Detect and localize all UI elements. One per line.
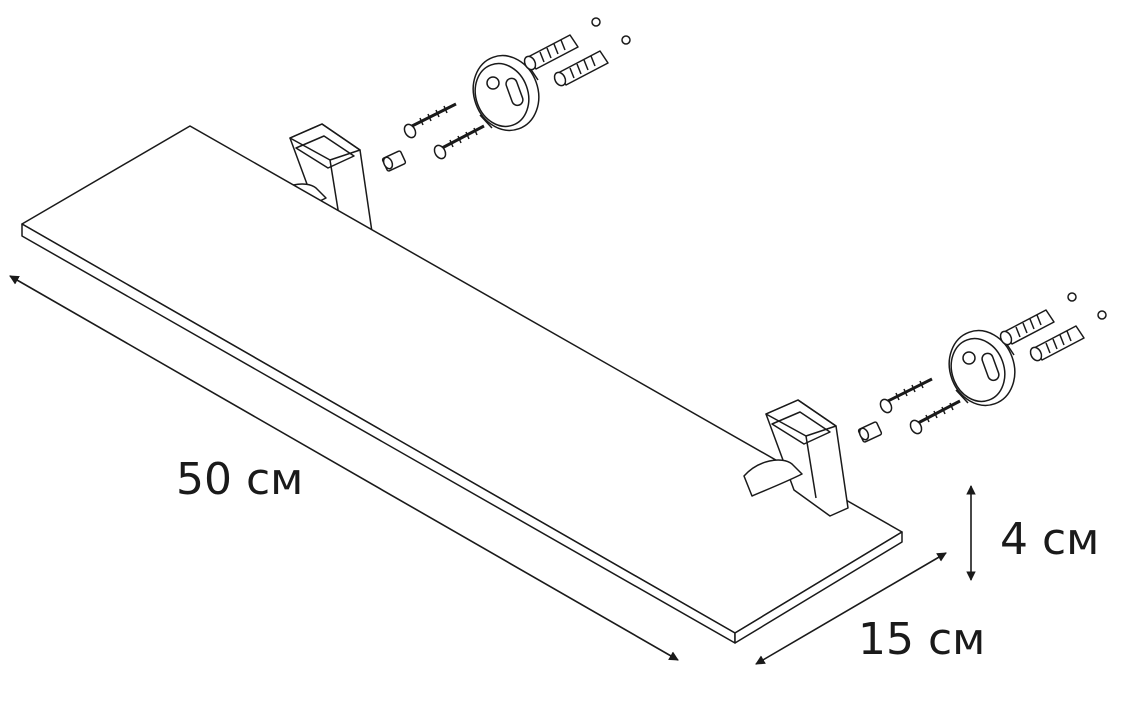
left-wall-anchor-bottom: [553, 50, 609, 87]
right-set-screw: [857, 421, 883, 443]
left-hole-mark-bottom: [621, 35, 631, 45]
right-wall-anchor-top: [999, 309, 1055, 346]
left-screw-top: [403, 102, 457, 139]
right-screw-top: [879, 377, 933, 414]
left-wall-anchor-top: [523, 34, 579, 71]
left-set-screw: [381, 150, 407, 172]
right-hole-mark-top: [1067, 292, 1077, 302]
shelf-top-face: [21, 125, 903, 634]
left-mounting-hardware: [381, 17, 631, 172]
length-label: 50 см: [176, 454, 304, 505]
dimension-lines: [9, 275, 976, 665]
right-bracket: [743, 399, 849, 517]
height-label: 4 см: [1000, 514, 1100, 565]
right-wall-anchor-bottom: [1029, 325, 1085, 362]
left-hole-mark-top: [591, 17, 601, 27]
depth-dimension-line: [755, 552, 947, 665]
right-screw-bottom: [909, 399, 961, 435]
right-wall-plate: [948, 329, 1016, 407]
left-wall-plate: [472, 54, 540, 132]
depth-label: 15 см: [858, 614, 986, 665]
glass-shelf: [21, 125, 903, 644]
right-hole-mark-bottom: [1097, 310, 1107, 320]
left-screw-bottom: [433, 124, 485, 160]
right-mounting-hardware: [857, 292, 1107, 443]
length-dimension-line: [9, 275, 679, 661]
